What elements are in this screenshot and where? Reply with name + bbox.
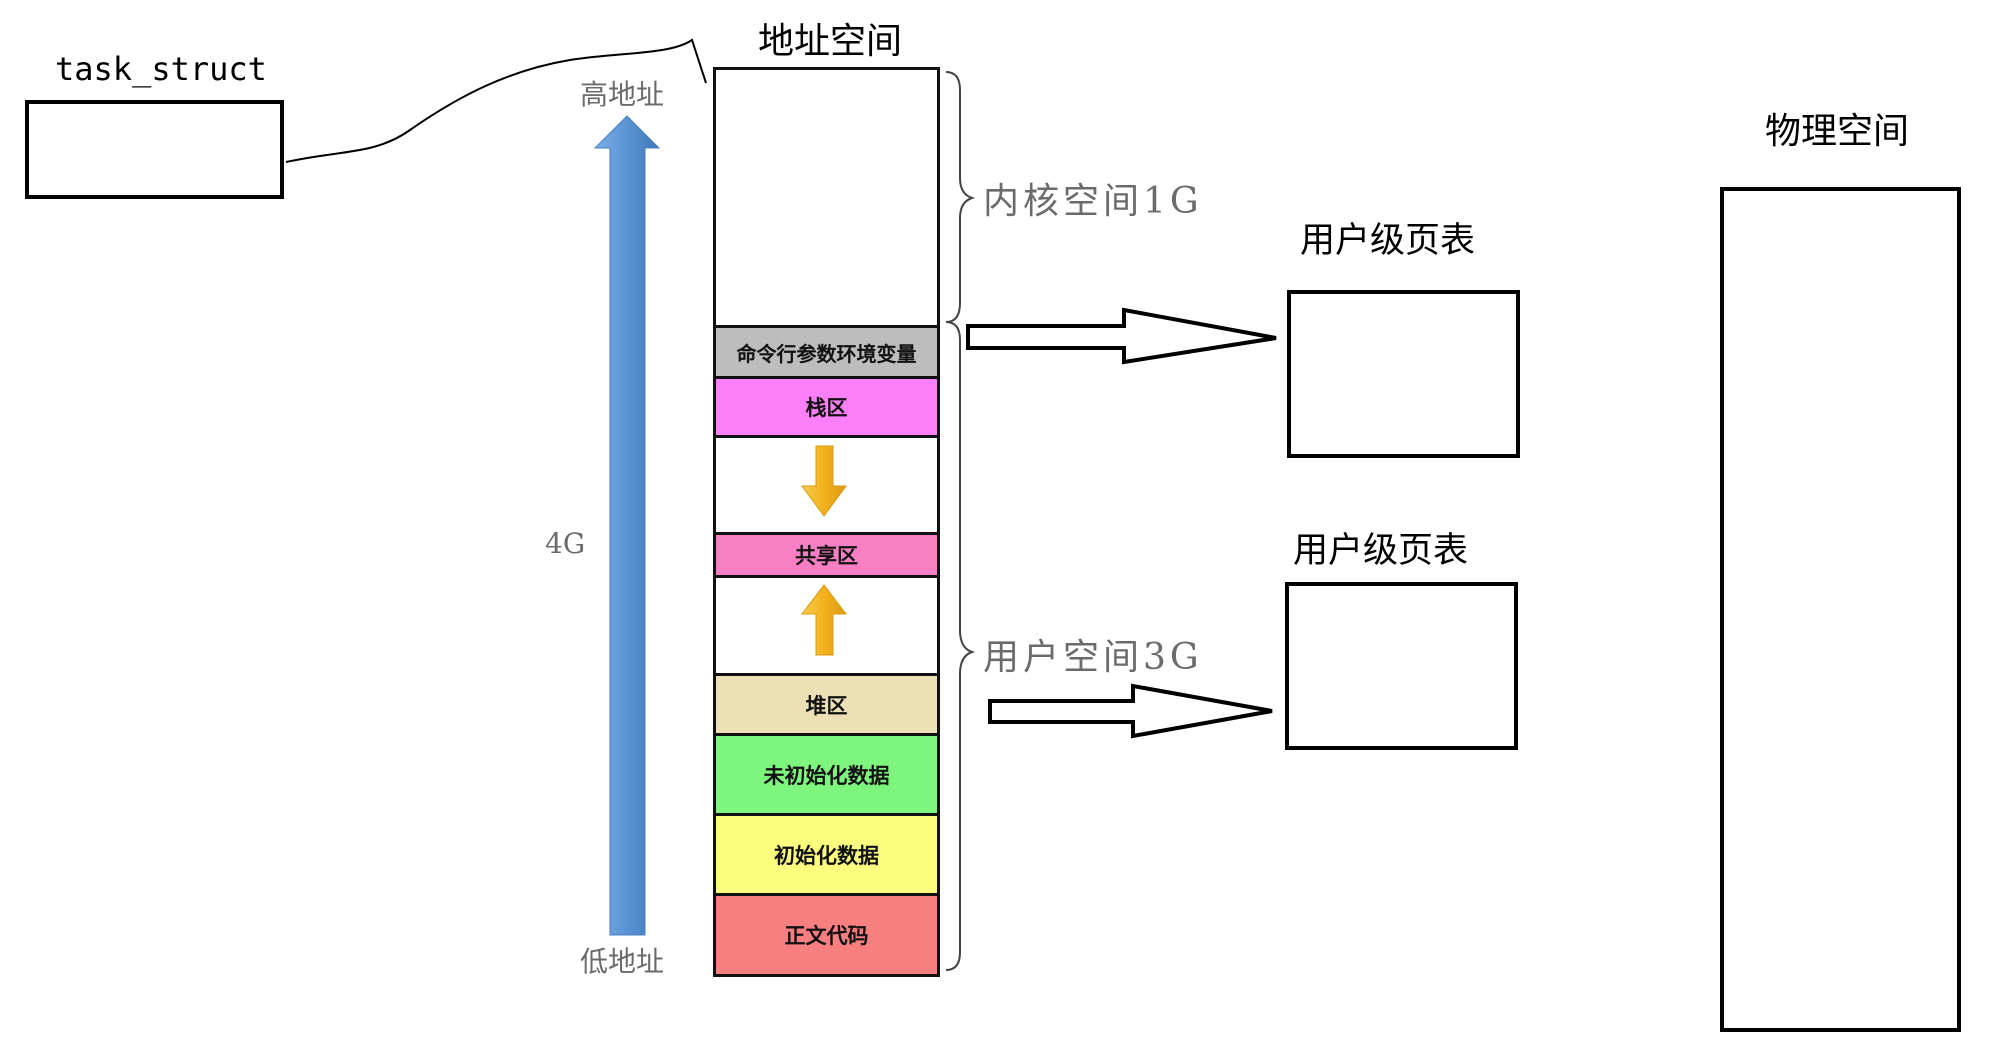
address-space-title: 地址空间 (758, 21, 903, 62)
kernel-brace (945, 71, 976, 323)
task-struct-connector (285, 38, 707, 163)
user-space-label: 用户空间3G (983, 637, 1203, 678)
segment-stack: 栈区 (716, 376, 937, 435)
segment-args-env: 命令行参数环境变量 (716, 325, 937, 376)
page-table-title-1: 用户级页表 (1300, 221, 1476, 261)
low-address-label: 低地址 (580, 945, 665, 978)
size-4g-label: 4G (545, 527, 586, 560)
high-address-label: 高地址 (580, 78, 665, 111)
segment-shared: 共享区 (716, 532, 937, 575)
segment-bss: 未初始化数据 (716, 733, 937, 813)
segment-heap: 堆区 (716, 673, 937, 733)
yellow-down-arrow (801, 445, 847, 517)
blue-up-arrow (593, 115, 661, 936)
physical-space-box (1720, 187, 1961, 1032)
task-struct-label: task_struct (55, 50, 267, 88)
page-table-title-2: 用户级页表 (1293, 531, 1469, 571)
kernel-space-label: 内核空间1G (983, 181, 1203, 222)
task-struct-box (25, 100, 284, 199)
page-table-box-1 (1287, 290, 1520, 458)
physical-space-title: 物理空间 (1765, 111, 1910, 152)
segment-data: 初始化数据 (716, 813, 937, 893)
page-table-box-2 (1285, 582, 1518, 750)
mapping-arrow-1 (966, 307, 1277, 365)
yellow-up-arrow (800, 584, 848, 656)
mapping-arrow-2 (988, 683, 1273, 739)
segment-text: 正文代码 (716, 893, 937, 974)
user-brace (945, 321, 976, 971)
